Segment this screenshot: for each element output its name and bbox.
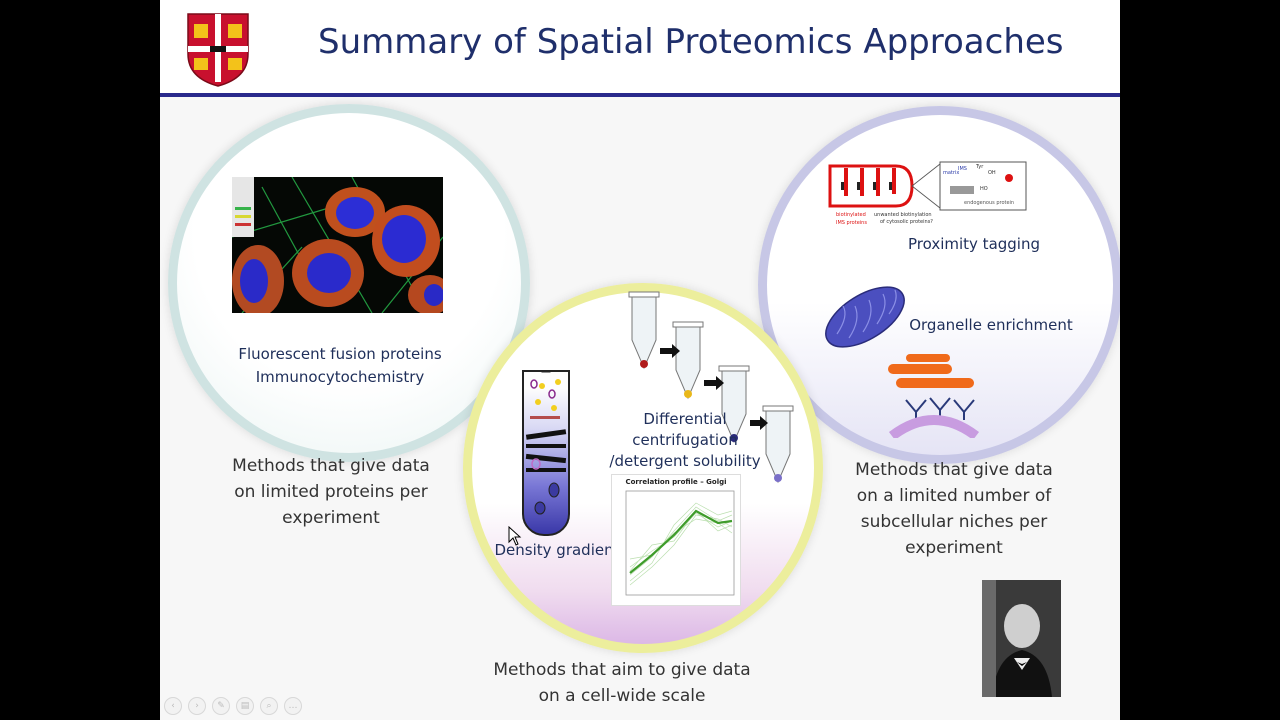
density-gradient-tube [522, 363, 570, 536]
diagram-tyr-text: Tyr [975, 164, 984, 170]
fluorescence-micrograph [232, 177, 443, 313]
immunocytochemistry-label: Immunocytochemistry [255, 368, 425, 386]
affinity-capture-icon [888, 354, 980, 438]
mitochondrion-icon [825, 286, 905, 348]
organelle-enrichment-label: Organelle enrichment [909, 316, 1073, 334]
plot-title: Correlation profile – Golgi [625, 478, 727, 486]
diagram-ho-text: HO [980, 186, 988, 192]
next-icon[interactable]: › [188, 697, 206, 715]
centrifugation-label: centrifugation [632, 431, 738, 449]
proximity-tagging-diagram: biotinylated IMS proteins unwanted bioti… [828, 161, 1027, 226]
diagram-ims-text: IMS [958, 166, 967, 172]
more-icon[interactable]: … [284, 697, 302, 715]
left-caption: Methods that give data on limited protei… [232, 456, 430, 528]
diagram-unwanted-text: unwanted biotinylation [874, 212, 932, 218]
middle-caption: Methods that aim to give data on a cell-… [493, 660, 751, 706]
diagram-matrix-text: matrix [943, 170, 959, 176]
diagram-cytosolic-text: of cytosolic proteins? [880, 219, 933, 225]
diagram-endogenous-text: endogenous protein [964, 200, 1014, 206]
density-gradient-label: Density gradient [494, 541, 620, 559]
previous-icon[interactable]: ‹ [164, 697, 182, 715]
fluorescent-fusion-label: Fluorescent fusion proteins [238, 345, 442, 363]
detergent-solubility-label: /detergent solubility [609, 452, 761, 470]
proximity-tagging-label: Proximity tagging [908, 235, 1040, 253]
correlation-profile-plot: Correlation profile – Golgi [611, 474, 741, 606]
mouse-cursor-icon [508, 526, 522, 546]
slide-title: Summary of Spatial Proteomics Approaches [318, 22, 1064, 62]
pen-icon[interactable]: ✎ [212, 697, 230, 715]
zoom-icon[interactable]: ⌕ [260, 697, 278, 715]
presenter-toolbar: ‹ › ✎ ▤ ⌕ … [164, 697, 302, 715]
right-caption: Methods that give data on a limited numb… [855, 460, 1053, 558]
portrait-photo [982, 580, 1061, 697]
university-crest-icon [187, 13, 249, 87]
diagram-biotinylated-text: biotinylated [836, 212, 866, 218]
diagram-oh-text: OH [988, 170, 996, 176]
differential-label: Differential [643, 410, 727, 428]
slides-icon[interactable]: ▤ [236, 697, 254, 715]
centrifugation-tubes [628, 291, 794, 484]
title-bar: Summary of Spatial Proteomics Approaches [160, 0, 1120, 93]
slide: Summary of Spatial Proteomics Approaches [160, 0, 1120, 720]
title-rule [160, 93, 1120, 97]
right-circle [758, 106, 1120, 464]
diagram-ims-proteins-text: IMS proteins [836, 220, 867, 226]
